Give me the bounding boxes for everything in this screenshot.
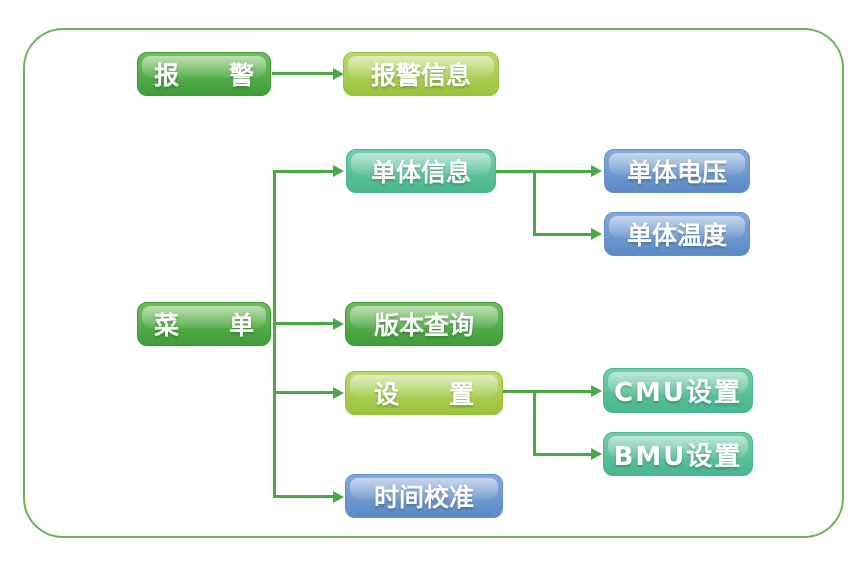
arrowhead-alarm-info [333, 68, 344, 80]
connector-cell-info-to-cell-voltage [496, 170, 592, 173]
node-cmu-settings: CMU设置 [603, 368, 753, 413]
arrowhead-time-calibration [333, 491, 344, 503]
connector-settings-to-bmu [533, 453, 592, 456]
node-version-query: 版本查询 [345, 302, 503, 346]
connector-menu-trunk [273, 170, 276, 498]
node-cell-temp: 单体温度 [604, 212, 750, 256]
connector-settings-to-cmu [503, 390, 592, 393]
connector-cell-info-to-cell-temp [533, 233, 592, 236]
node-alarm-info: 报警信息 [343, 52, 499, 96]
connector-menu-to-version-query [275, 322, 334, 325]
connector-menu-to-cell-info [275, 170, 334, 173]
node-settings: 设 置 [345, 371, 503, 415]
node-cell-voltage: 单体电压 [604, 149, 750, 193]
arrowhead-cell-info [333, 165, 344, 177]
connector-cell-info-subtrunk [533, 170, 536, 236]
diagram-frame-border [23, 28, 844, 538]
node-menu: 菜 单 [137, 302, 271, 346]
arrowhead-bmu-settings [591, 448, 602, 460]
node-time-calibration: 时间校准 [345, 474, 503, 518]
arrowhead-version-query [333, 318, 344, 330]
arrowhead-cmu-settings [591, 385, 602, 397]
connector-menu-to-time-calibration [273, 495, 334, 498]
connector-menu-to-settings [275, 391, 334, 394]
node-cell-info: 单体信息 [346, 149, 496, 193]
node-alarm: 报 警 [137, 52, 271, 96]
node-bmu-settings: BMU设置 [603, 432, 753, 476]
connector-alarm-to-alarm-info [272, 72, 334, 75]
connector-settings-subtrunk [533, 390, 536, 456]
arrowhead-cell-temp [591, 228, 602, 240]
arrowhead-cell-voltage [591, 165, 602, 177]
arrowhead-settings [333, 387, 344, 399]
